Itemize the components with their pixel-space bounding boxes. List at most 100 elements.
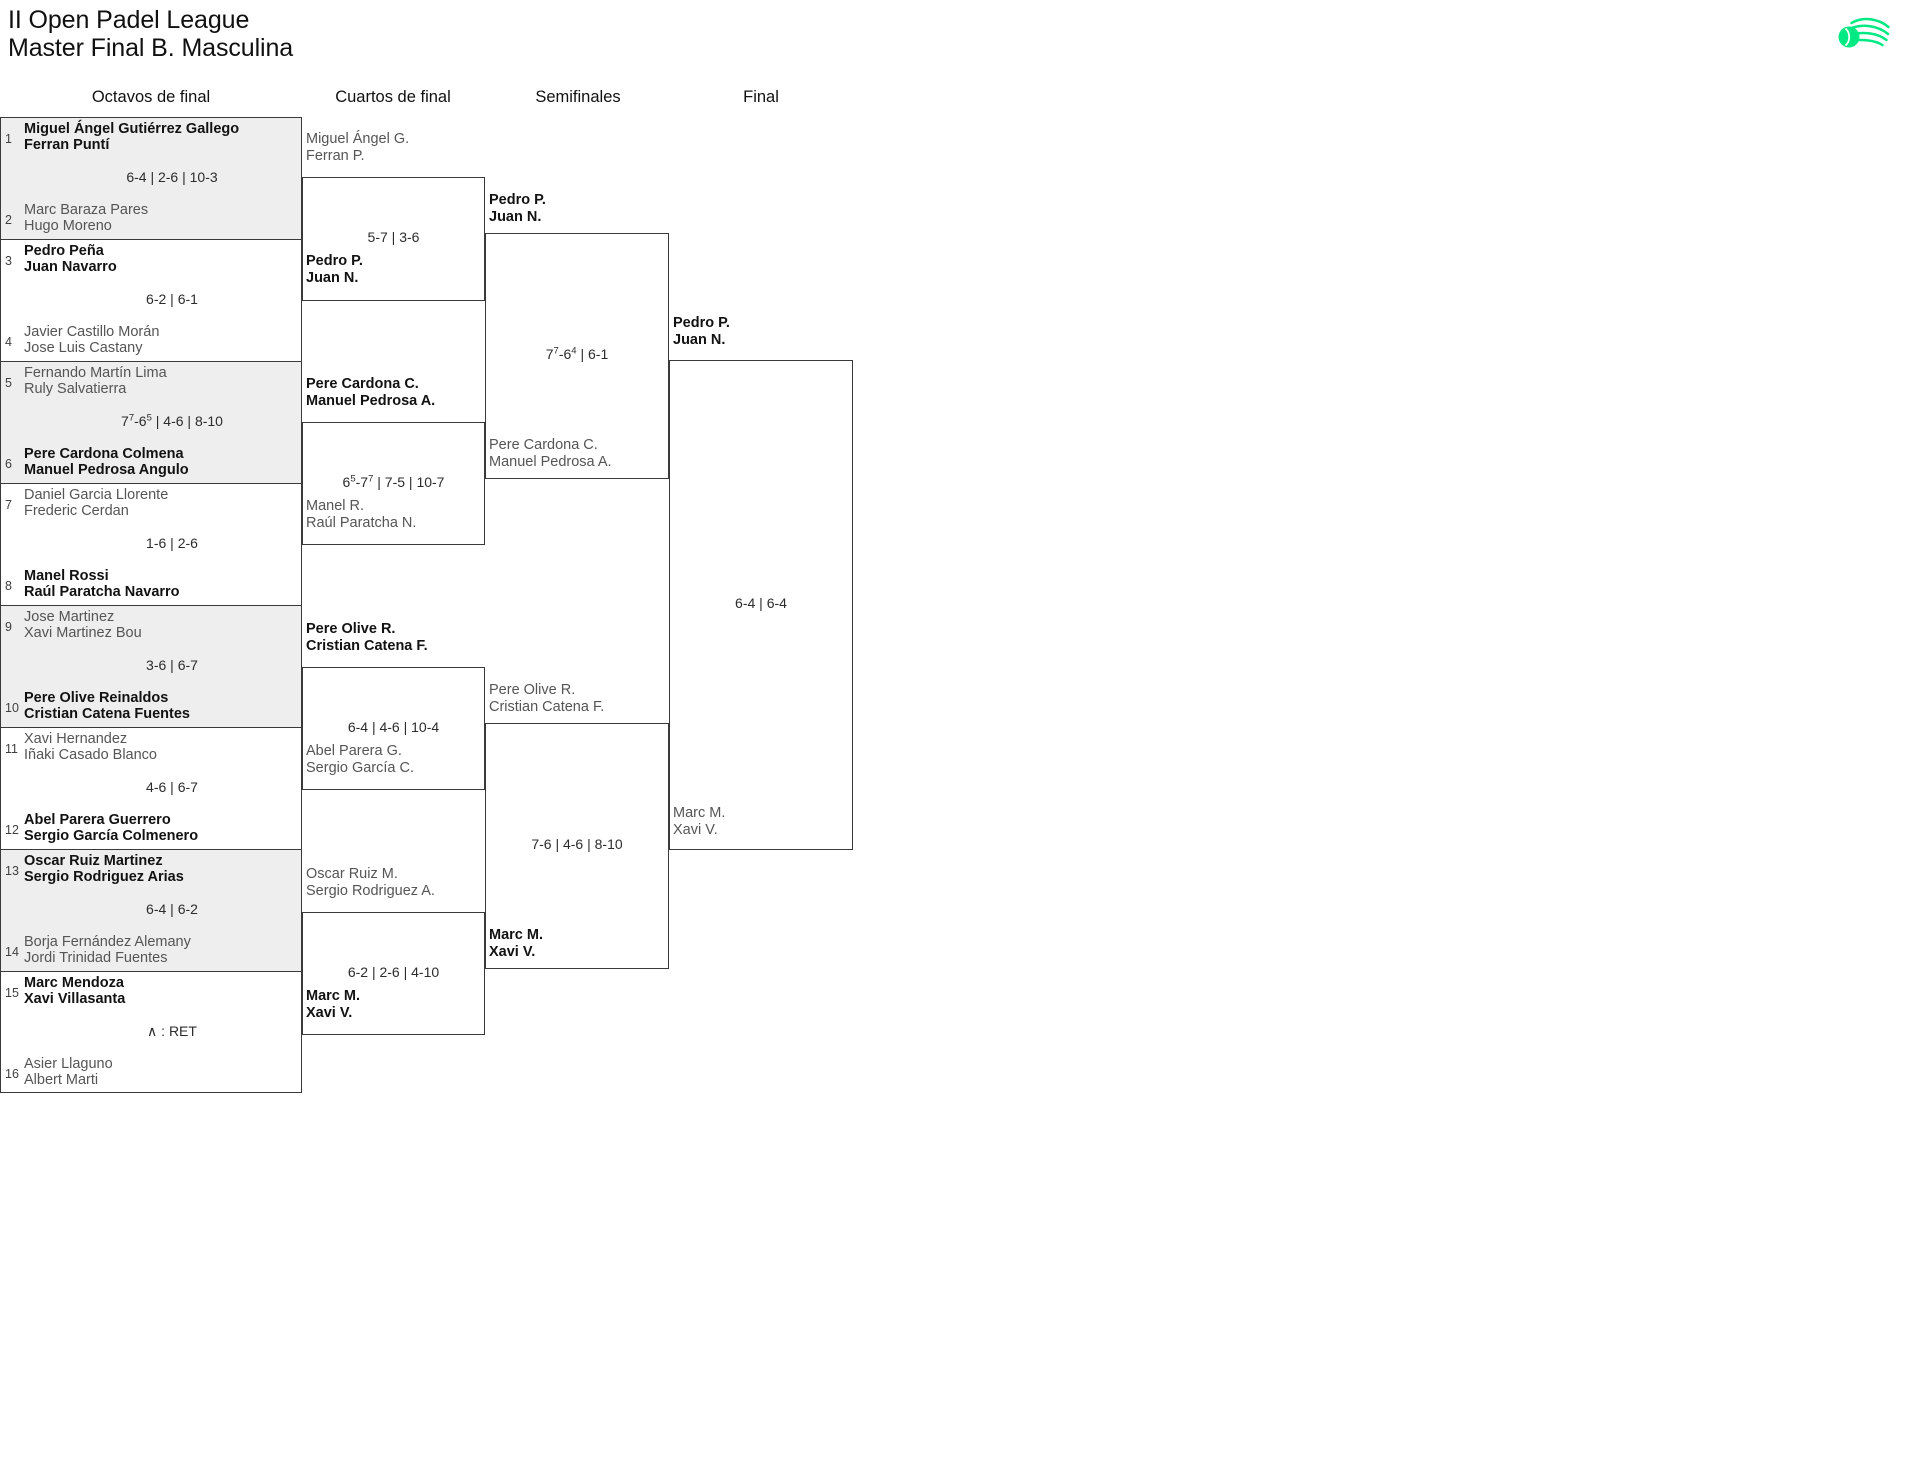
player-name-1: Pedro P.	[673, 315, 730, 331]
player-name-2: Cristian Catena Fuentes	[24, 706, 190, 723]
cuartos-team-bottom: Pedro P.Juan N.	[306, 253, 363, 286]
seed-number-top: 13	[5, 864, 19, 878]
seed-number-top: 15	[5, 986, 19, 1000]
player-name-2: Ferran Puntí	[24, 137, 110, 154]
octavos-score: 4-6 | 6-7	[146, 779, 198, 795]
player-name-1: Oscar Ruiz M.	[306, 866, 398, 882]
player-name-2: Xavi Martinez Bou	[24, 625, 142, 642]
player-name-2: Ferran P.	[306, 147, 365, 164]
seed-number-bottom: 10	[5, 701, 19, 715]
player-name-2: Sergio García Colmenero	[24, 828, 199, 845]
octavos-match-5[interactable]	[0, 605, 302, 727]
player-name-2: Juan N.	[673, 331, 726, 348]
player-name-2: Xavi Villasanta	[24, 991, 126, 1008]
octavos-score: 3-6 | 6-7	[146, 657, 198, 673]
cuartos-team-top: Oscar Ruiz M.Sergio Rodriguez A.	[306, 866, 435, 899]
seed-number-top: 3	[5, 254, 12, 268]
seed-number-bottom: 8	[5, 579, 12, 593]
player-name-1: Marc Mendoza	[24, 975, 124, 991]
octavos-match-1[interactable]	[0, 117, 302, 239]
octavos-score: 77-65 | 4-6 | 8-10	[121, 412, 223, 429]
round-heading-3: Semifinales	[535, 88, 621, 106]
player-name-1: Borja Fernández Alemany	[24, 934, 191, 950]
player-name-1: Pere Cardona C.	[306, 376, 419, 392]
player-name-2: Juan N.	[489, 208, 542, 225]
player-name-2: Jose Luis Castany	[24, 340, 143, 357]
player-name-2: Juan N.	[306, 269, 359, 286]
player-name-1: Miguel Ángel Gutiérrez Gallego	[24, 121, 240, 137]
player-name-2: Xavi V.	[673, 821, 718, 838]
semifinales-score: 77-64 | 6-1	[545, 345, 609, 362]
seed-number-top: 9	[5, 620, 12, 634]
player-name-1: Pere Olive R.	[306, 621, 396, 637]
seed-number-bottom: 14	[5, 945, 19, 959]
player-name-1: Manel Rossi	[24, 568, 109, 584]
round-heading-4: Final	[743, 88, 779, 106]
octavos-match-2[interactable]	[0, 239, 302, 361]
semifinales-team-top: Pedro P.Juan N.	[489, 192, 546, 225]
player-name-2: Manuel Pedrosa A.	[489, 453, 612, 470]
player-name-1: Oscar Ruiz Martinez	[24, 853, 163, 869]
player-name-1: Pere Cardona Colmena	[24, 446, 184, 462]
semifinales-score: 7-6 | 4-6 | 8-10	[531, 836, 623, 852]
player-name-2: Sergio Rodriguez A.	[306, 882, 435, 899]
cuartos-match-3[interactable]	[302, 667, 485, 790]
cuartos-match-1[interactable]	[302, 177, 485, 301]
player-name-1: Marc M.	[673, 805, 726, 821]
player-name-1: Javier Castillo Morán	[24, 324, 160, 340]
octavos-match-7[interactable]	[0, 849, 302, 971]
page-title: II Open Padel League Master Final B. Mas…	[8, 6, 293, 62]
player-name-2: Raúl Paratcha Navarro	[24, 584, 180, 601]
player-name-1: Asier Llaguno	[24, 1056, 113, 1072]
octavos-match-3[interactable]	[0, 361, 302, 483]
octavos-match-6[interactable]	[0, 727, 302, 849]
cuartos-match-4[interactable]	[302, 912, 485, 1035]
final-score: 6-4 | 6-4	[735, 595, 787, 611]
octavos-score: 6-4 | 2-6 | 10-3	[126, 169, 218, 185]
player-name-2: Cristian Catena F.	[489, 698, 605, 715]
player-name-2: Hugo Moreno	[24, 218, 112, 235]
player-name-1: Daniel Garcia Llorente	[24, 487, 169, 503]
player-name-1: Manel R.	[306, 498, 365, 514]
cuartos-team-top: Pere Cardona C.Manuel Pedrosa A.	[306, 376, 435, 409]
octavos-score: 6-4 | 6-2	[146, 901, 198, 917]
player-name-1: Marc M.	[489, 927, 543, 943]
player-name-2: Juan Navarro	[24, 259, 117, 276]
octavos-match-8[interactable]	[0, 971, 302, 1093]
round-heading-1: Octavos de final	[91, 88, 211, 106]
octavos-match-4[interactable]	[0, 483, 302, 605]
player-name-1: Jose Martinez	[24, 609, 115, 625]
tournament-category: Master Final B. Masculina	[8, 34, 294, 62]
seed-number-bottom: 4	[5, 335, 12, 349]
cuartos-team-bottom: Marc M.Xavi V.	[306, 988, 360, 1021]
semifinales-match-2[interactable]	[485, 723, 669, 969]
player-name-2: Jordi Trinidad Fuentes	[24, 950, 168, 967]
player-name-2: Raúl Paratcha N.	[306, 514, 417, 531]
semifinales-match-1[interactable]	[485, 233, 669, 479]
player-name-1: Marc Baraza Pares	[24, 202, 149, 218]
final-team-top: Pedro P.Juan N.	[673, 315, 730, 348]
round-heading-2: Cuartos de final	[335, 88, 451, 106]
player-name-1: Abel Parera Guerrero	[24, 812, 171, 828]
seed-number-top: 7	[5, 498, 12, 512]
final-match-1[interactable]	[669, 360, 853, 850]
cuartos-team-bottom: Abel Parera G.Sergio García C.	[306, 743, 414, 776]
seed-number-bottom: 6	[5, 457, 12, 471]
seed-number-bottom: 2	[5, 213, 12, 227]
cuartos-team-bottom: Manel R.Raúl Paratcha N.	[306, 498, 416, 531]
player-name-2: Iñaki Casado Blanco	[24, 747, 157, 764]
player-name-1: Pedro P.	[489, 192, 546, 208]
cuartos-match-2[interactable]	[302, 422, 485, 545]
seed-number-top: 5	[5, 376, 12, 390]
tournament-name: II Open Padel League	[8, 6, 250, 34]
